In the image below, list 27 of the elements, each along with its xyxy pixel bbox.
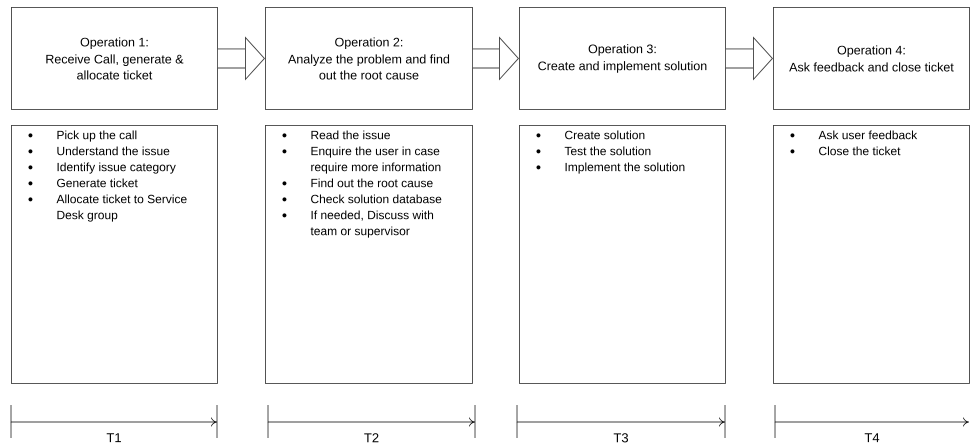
bullet-item: Test the solution [536,146,650,156]
task-list-box [519,125,726,384]
bullet-item: Ask user feedback [790,130,918,140]
operation-box: Operation 1: Receive Call, generate & allocate ticket [11,7,218,110]
bullet-item: Check solution database [282,194,442,204]
bullet-item: Close the ticket [790,146,900,156]
time-label: T3 [614,433,628,442]
operation-box: Operation 4: Ask feedback and close ticket [773,7,970,110]
bullet-item: If needed, Discuss with team or supervisor [282,210,434,238]
operation-box: Operation 2: Analyze the problem and find out the root cause [265,7,473,110]
bullet-item: Enquire the user in case require more information [282,146,440,174]
bullet-item: Pick up the call [28,130,136,142]
time-label: T1 [106,433,121,442]
time-label: T4 [864,433,880,442]
bullet-item: Generate ticket [28,178,138,188]
bullet-item: Read the issue [282,130,390,140]
bullet-item: Find out the root cause [282,178,433,188]
task-list-box [773,125,970,384]
bullet-item: Allocate ticket to Service Desk group [28,194,187,222]
bullet-item: Implement the solution [536,162,684,174]
bullet-item: Identify issue category [28,162,176,174]
operation-box: Operation 3: Create and implement solution [519,7,726,110]
bullet-item: Create solution [536,130,644,140]
bullet-item: Understand the issue [28,146,170,156]
task-list-box [265,125,473,384]
task-list-box [11,125,218,384]
time-label: T2 [364,433,378,442]
